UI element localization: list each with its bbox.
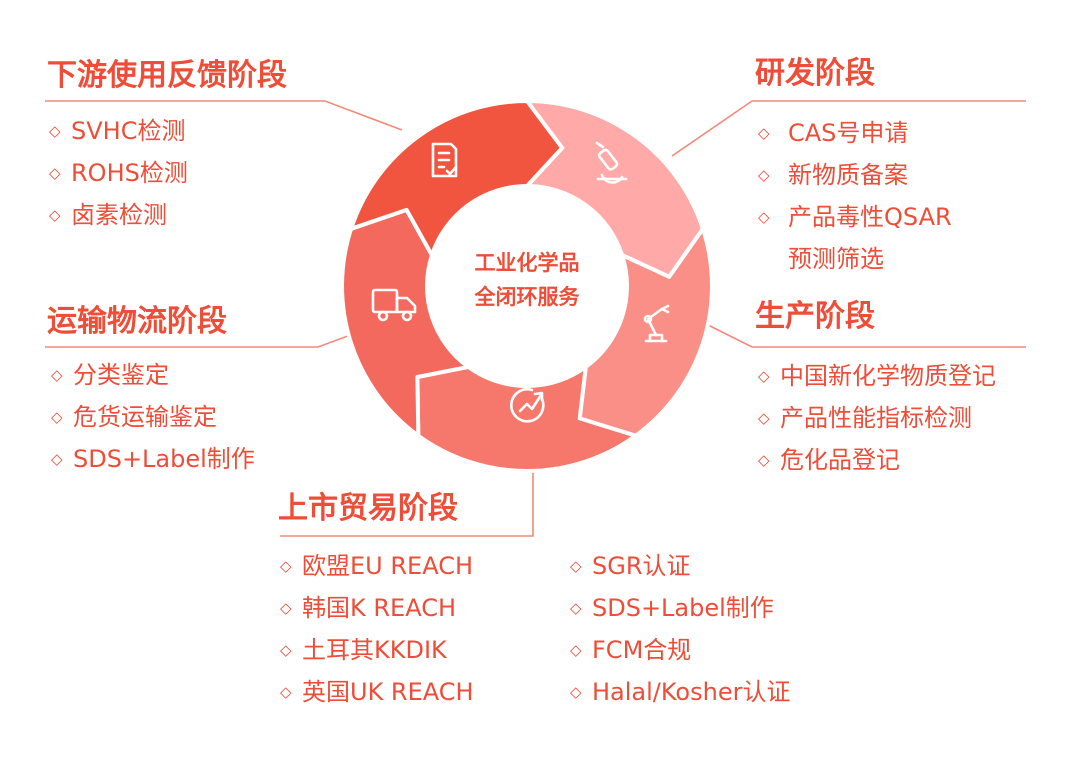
center-label: 工业化学品 全闭环服务 <box>452 246 602 314</box>
bullet-diamond-icon: ◇ <box>49 164 61 182</box>
bullet-diamond-icon: ◇ <box>51 450 63 468</box>
list-item: ◇ROHS检测 <box>49 159 188 187</box>
list-item: ◇FCM合规 <box>570 636 692 664</box>
heading-downstream: 下游使用反馈阶段 <box>47 58 287 93</box>
list-item: ◇英国UK REACH <box>280 678 474 706</box>
list-item: ◇CAS号申请 <box>758 119 909 147</box>
bullet-diamond-icon: ◇ <box>758 451 770 469</box>
center-line-2: 全闭环服务 <box>474 285 580 309</box>
list-item: ◇分类鉴定 <box>51 361 169 389</box>
bullet-diamond-icon: ◇ <box>570 557 582 575</box>
list-item: ◇SDS+Label制作 <box>51 445 255 473</box>
list-market-left: ◇欧盟EU REACH ◇韩国K REACH ◇土耳其KKDIK ◇英国UK R… <box>280 554 474 722</box>
connector-lines <box>45 100 1026 537</box>
list-item: ◇危货运输鉴定 <box>51 403 217 431</box>
heading-production: 生产阶段 <box>755 299 875 334</box>
list-item: ◇SVHC检测 <box>49 117 186 145</box>
list-item: ◇产品毒性QSAR <box>758 203 952 231</box>
list-item: ◇产品性能指标检测 <box>758 404 972 432</box>
connector-rd <box>671 100 1026 157</box>
bullet-diamond-icon: ◇ <box>758 208 770 226</box>
bullet-diamond-icon: ◇ <box>280 599 292 617</box>
bullet-diamond-icon: ◇ <box>570 641 582 659</box>
list-item: ◇预测筛选 <box>788 245 884 273</box>
microscope-icon <box>595 141 628 184</box>
bullet-diamond-icon: ◇ <box>758 166 770 184</box>
list-item: ◇危化品登记 <box>758 446 900 474</box>
heading-logistics: 运输物流阶段 <box>47 304 227 339</box>
bullet-diamond-icon: ◇ <box>280 683 292 701</box>
list-downstream: ◇SVHC检测 ◇ROHS检测 ◇卤素检测 <box>49 119 188 245</box>
list-rd: ◇CAS号申请 ◇新物质备案 ◇产品毒性QSAR ◇预测筛选 <box>758 121 952 289</box>
list-market-right: ◇SGR认证 ◇SDS+Label制作 ◇FCM合规 ◇Halal/Kosher… <box>570 554 790 722</box>
bullet-diamond-icon: ◇ <box>51 408 63 426</box>
bullet-diamond-icon: ◇ <box>758 367 770 385</box>
heading-rd: 研发阶段 <box>755 56 875 91</box>
list-item: ◇欧盟EU REACH <box>280 552 473 580</box>
bullet-diamond-icon: ◇ <box>570 599 582 617</box>
bullet-diamond-icon: ◇ <box>280 641 292 659</box>
bullet-diamond-icon: ◇ <box>758 124 770 142</box>
list-logistics: ◇分类鉴定 ◇危货运输鉴定 ◇SDS+Label制作 <box>51 363 255 489</box>
bullet-diamond-icon: ◇ <box>758 409 770 427</box>
connector-production <box>701 321 1026 348</box>
growth-chart-icon <box>509 388 545 423</box>
bullet-diamond-icon: ◇ <box>51 366 63 384</box>
list-item: ◇SGR认证 <box>570 552 691 580</box>
bullet-diamond-icon: ◇ <box>49 122 61 140</box>
list-item: ◇卤素检测 <box>49 201 167 229</box>
list-item: ◇韩国K REACH <box>280 594 457 622</box>
checklist-icon <box>431 142 458 178</box>
truck-icon <box>371 288 417 322</box>
list-item: ◇新物质备案 <box>758 161 908 189</box>
list-item: ◇土耳其KKDIK <box>280 636 447 664</box>
bullet-diamond-icon: ◇ <box>49 206 61 224</box>
bullet-diamond-icon: ◇ <box>570 683 582 701</box>
bullet-diamond-icon: ◇ <box>280 557 292 575</box>
heading-market: 上市贸易阶段 <box>278 491 458 526</box>
connector-market <box>280 452 534 537</box>
list-item: ◇Halal/Kosher认证 <box>570 678 791 706</box>
center-line-1: 工业化学品 <box>474 251 580 275</box>
list-item: ◇SDS+Label制作 <box>570 594 774 622</box>
connector-downstream <box>45 100 403 131</box>
robot-arm-icon <box>643 304 670 343</box>
center-circle <box>427 186 627 386</box>
list-item: ◇中国新化学物质登记 <box>758 362 996 390</box>
list-production: ◇中国新化学物质登记 ◇产品性能指标检测 ◇危化品登记 <box>758 364 996 490</box>
